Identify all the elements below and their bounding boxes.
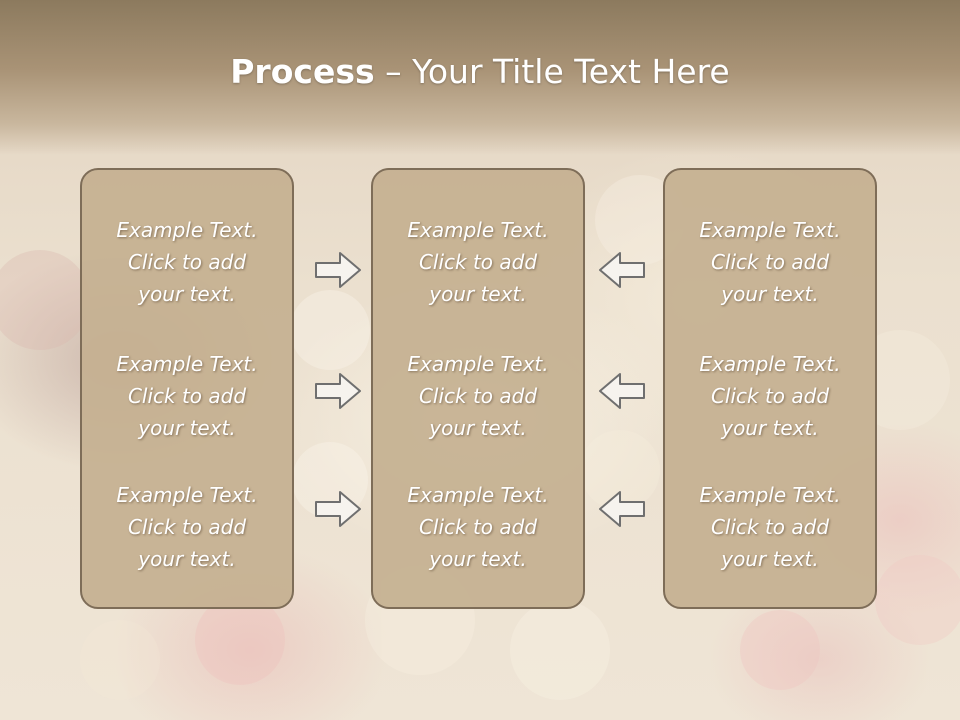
arrow-right-icon[interactable] bbox=[314, 489, 362, 529]
process-panel-left[interactable]: Example Text. Click to add your text. Ex… bbox=[80, 168, 294, 609]
text-line: Example Text. bbox=[699, 218, 841, 242]
text-line: Click to add bbox=[127, 384, 247, 408]
process-panel-center[interactable]: Example Text. Click to add your text. Ex… bbox=[371, 168, 585, 609]
text-line: your text. bbox=[721, 547, 819, 571]
title-regular-part: – Your Title Text Here bbox=[374, 52, 730, 91]
text-line: Click to add bbox=[710, 515, 830, 539]
text-line: your text. bbox=[429, 547, 527, 571]
text-placeholder[interactable]: Example Text. Click to add your text. bbox=[665, 479, 875, 575]
text-line: Click to add bbox=[418, 515, 538, 539]
text-line: Example Text. bbox=[407, 352, 549, 376]
text-line: Click to add bbox=[418, 384, 538, 408]
text-line: Click to add bbox=[127, 250, 247, 274]
arrow-right-icon[interactable] bbox=[314, 250, 362, 290]
text-placeholder[interactable]: Example Text. Click to add your text. bbox=[373, 348, 583, 444]
text-line: Example Text. bbox=[407, 483, 549, 507]
title-bold-part: Process bbox=[230, 52, 375, 91]
text-line: Click to add bbox=[127, 515, 247, 539]
text-line: Example Text. bbox=[699, 483, 841, 507]
text-line: Example Text. bbox=[699, 352, 841, 376]
text-line: Example Text. bbox=[116, 352, 258, 376]
text-line: Click to add bbox=[710, 250, 830, 274]
text-line: Example Text. bbox=[116, 483, 258, 507]
text-placeholder[interactable]: Example Text. Click to add your text. bbox=[665, 214, 875, 310]
text-placeholder[interactable]: Example Text. Click to add your text. bbox=[82, 214, 292, 310]
text-placeholder[interactable]: Example Text. Click to add your text. bbox=[373, 479, 583, 575]
title-bar bbox=[0, 0, 960, 155]
arrow-left-icon[interactable] bbox=[598, 250, 646, 290]
text-line: your text. bbox=[138, 547, 236, 571]
text-line: Click to add bbox=[710, 384, 830, 408]
arrow-left-icon[interactable] bbox=[598, 489, 646, 529]
text-line: Example Text. bbox=[407, 218, 549, 242]
text-placeholder[interactable]: Example Text. Click to add your text. bbox=[665, 348, 875, 444]
arrow-right-icon[interactable] bbox=[314, 371, 362, 411]
text-line: your text. bbox=[138, 416, 236, 440]
text-line: your text. bbox=[429, 282, 527, 306]
process-panel-right[interactable]: Example Text. Click to add your text. Ex… bbox=[663, 168, 877, 609]
text-line: your text. bbox=[721, 416, 819, 440]
text-line: Example Text. bbox=[116, 218, 258, 242]
text-placeholder[interactable]: Example Text. Click to add your text. bbox=[82, 479, 292, 575]
text-line: your text. bbox=[138, 282, 236, 306]
text-placeholder[interactable]: Example Text. Click to add your text. bbox=[82, 348, 292, 444]
text-line: your text. bbox=[429, 416, 527, 440]
slide-title[interactable]: Process – Your Title Text Here bbox=[0, 52, 960, 91]
text-line: Click to add bbox=[418, 250, 538, 274]
arrow-left-icon[interactable] bbox=[598, 371, 646, 411]
text-line: your text. bbox=[721, 282, 819, 306]
text-placeholder[interactable]: Example Text. Click to add your text. bbox=[373, 214, 583, 310]
